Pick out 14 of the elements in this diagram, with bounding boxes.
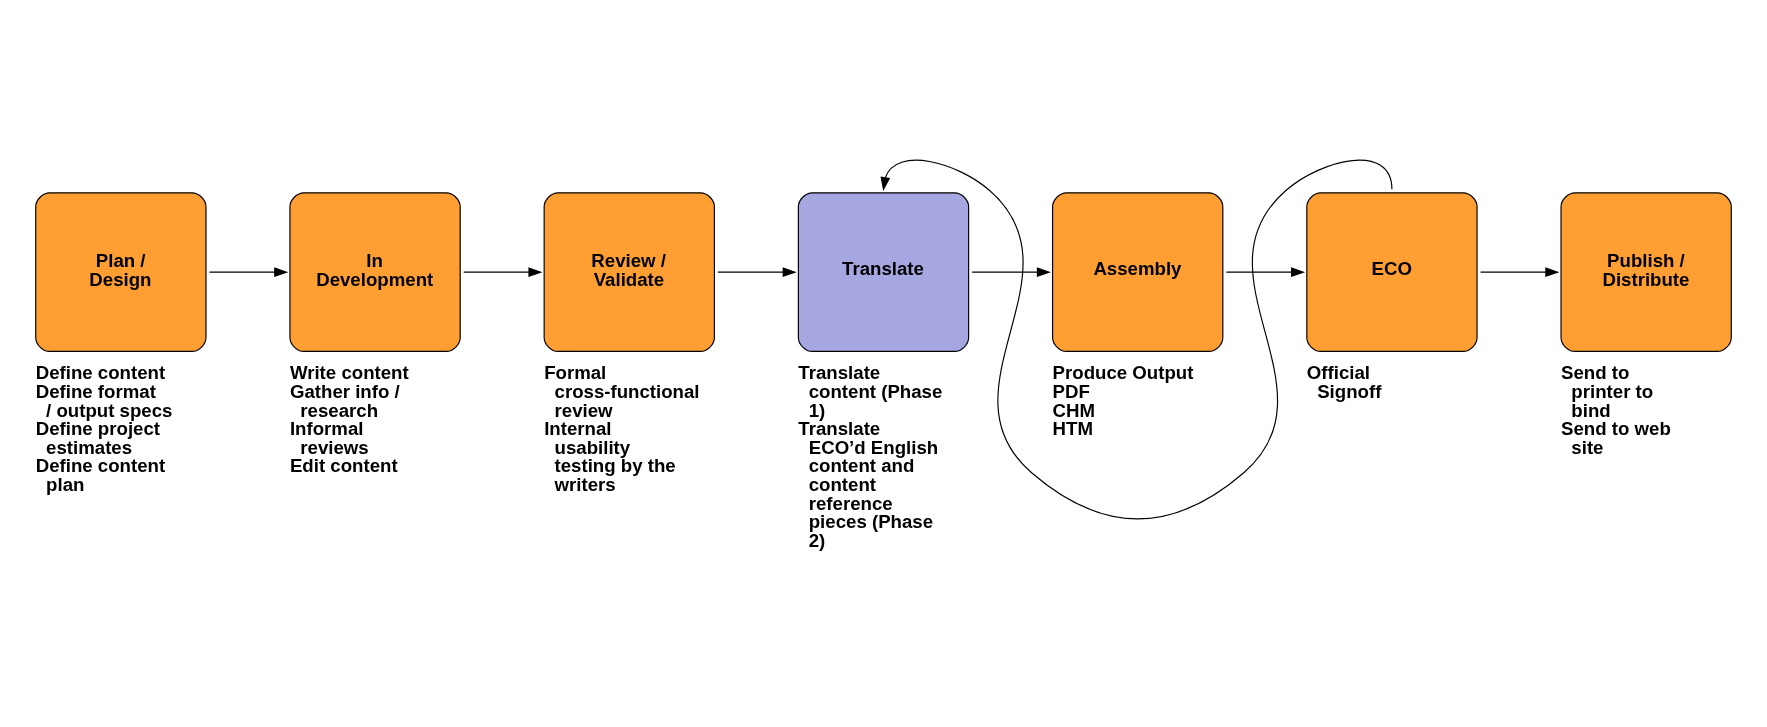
- node-label: Define format / output specs: [35, 380, 173, 421]
- arrow: [1479, 266, 1560, 277]
- arrow: [971, 266, 1051, 277]
- node-label: Define content: [35, 361, 166, 383]
- arrow: [463, 266, 543, 277]
- arrow: [717, 266, 797, 277]
- arrow: [1225, 266, 1306, 277]
- arrow: [208, 266, 289, 277]
- arrow: [880, 159, 1393, 519]
- node-label: Official Signoff: [1306, 361, 1382, 402]
- node-label: Produce Output: [1052, 361, 1194, 383]
- node-label: PDF: [1052, 380, 1090, 402]
- node-label: Write content: [289, 361, 409, 383]
- node-label: Define content plan: [35, 454, 166, 495]
